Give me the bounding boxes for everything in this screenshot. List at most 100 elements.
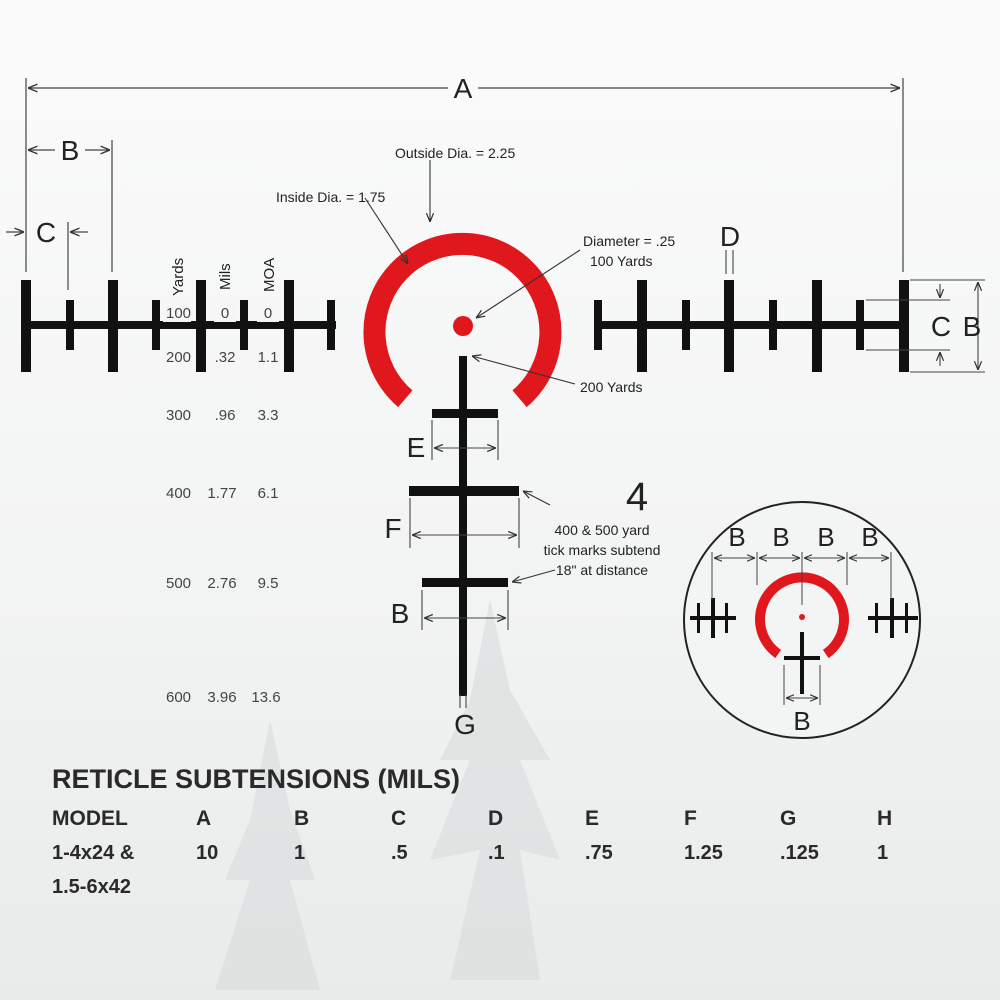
- inset-red-dot: [799, 614, 805, 620]
- label-f: F: [384, 513, 401, 544]
- ring-annotation-leaders: [364, 160, 581, 385]
- background-trees: [215, 600, 560, 990]
- dimension-c: [6, 222, 88, 290]
- left-horizontal-bar: [24, 321, 336, 329]
- left-tick-long: [108, 280, 118, 372]
- inset-right-tick: [875, 603, 878, 633]
- lower-post: [409, 356, 519, 696]
- range-mils-400: 1.77: [207, 485, 236, 502]
- note-inside-dia: Inside Dia. = 1.75: [276, 189, 386, 205]
- right-tick-long: [899, 280, 909, 372]
- right-stadia: [594, 280, 909, 372]
- range-table: 100 0 0 200 .32 1.1 300 .96 3.3 400 1.77…: [163, 302, 281, 706]
- inset-label-b2: B: [772, 522, 789, 552]
- inset-dimensions: [711, 552, 892, 705]
- dimension-a: [25, 78, 904, 272]
- red-center-dot: [453, 316, 473, 336]
- dimension-d: [725, 250, 734, 274]
- note-tick-line3: 18" at distance: [556, 562, 648, 578]
- inset-left-tick: [697, 603, 700, 633]
- bdc-bar-300: [432, 409, 498, 418]
- inset-left-tick: [725, 603, 728, 633]
- range-yards-300: 300: [166, 407, 191, 424]
- range-mils-500: 2.76: [207, 575, 236, 592]
- range-yards-600: 600: [166, 689, 191, 706]
- header-yards: Yards: [170, 258, 187, 296]
- right-tick-short: [594, 300, 602, 350]
- dimension-cb-right: [866, 279, 985, 373]
- note-tick-line1: 400 & 500 yard: [555, 522, 650, 538]
- right-tick-short: [856, 300, 864, 350]
- label-c-left: C: [36, 217, 56, 248]
- label-g: G: [454, 709, 476, 740]
- note-tick-line2: tick marks subtend: [544, 542, 661, 558]
- dimension-g: [459, 694, 467, 708]
- inset-label-b1: B: [728, 522, 745, 552]
- inset-right-tick: [890, 598, 894, 638]
- left-tick-long: [284, 280, 294, 372]
- label-e: E: [407, 432, 426, 463]
- dimension-f: [409, 498, 520, 548]
- inset-label-b3: B: [817, 522, 834, 552]
- bdc-bar-400: [409, 486, 519, 496]
- right-tick-short: [769, 300, 777, 350]
- range-mils-100: 0: [221, 305, 229, 322]
- right-horizontal-bar: [594, 321, 904, 329]
- tick-note-leaders: [512, 491, 556, 582]
- label-b-lower: B: [391, 598, 410, 629]
- inset-left-tick: [711, 598, 715, 638]
- header-mils: Mils: [217, 263, 234, 290]
- inset-right-tick: [905, 603, 908, 633]
- range-moa-500: 9.5: [258, 575, 279, 592]
- row-100-backdrop: [257, 302, 279, 322]
- range-mils-300: .96: [215, 407, 236, 424]
- vertical-post: [459, 356, 467, 696]
- dimension-e: [431, 420, 499, 460]
- red-horseshoe-ring: [363, 232, 562, 408]
- right-tick-long: [724, 280, 734, 372]
- label-c-right: C: [931, 311, 951, 342]
- left-tick-short: [66, 300, 74, 350]
- inset-scope-view: B B B B B: [683, 501, 921, 739]
- note-dot-range: 100 Yards: [590, 253, 653, 269]
- inset-reticle: [690, 598, 918, 694]
- inset-post: [800, 632, 804, 694]
- range-yards-100: 100: [166, 305, 191, 322]
- dimension-b: [28, 140, 113, 272]
- label-b-right: B: [963, 311, 982, 342]
- left-tick-short: [327, 300, 335, 350]
- bdc-bar-500: [422, 578, 508, 587]
- header-moa: MOA: [261, 258, 278, 292]
- range-moa-100: 0: [264, 305, 272, 322]
- range-yards-200: 200: [166, 349, 191, 366]
- left-stadia: [21, 280, 336, 372]
- range-mils-200: .32: [215, 349, 236, 366]
- right-tick-long: [637, 280, 647, 372]
- note-dot-diameter: Diameter = .25: [583, 233, 675, 249]
- left-tick-short: [152, 300, 160, 350]
- range-moa-200: 1.1: [258, 349, 279, 366]
- model-number: 4: [626, 475, 648, 519]
- note-200-yards: 200 Yards: [580, 379, 643, 395]
- inset-label-b5: B: [793, 706, 810, 736]
- left-tick-short: [240, 300, 248, 350]
- right-tick-long: [812, 280, 822, 372]
- range-moa-300: 3.3: [258, 407, 279, 424]
- label-b-top: B: [61, 135, 80, 166]
- label-a: A: [454, 73, 473, 104]
- row-100-backdrop: [163, 302, 191, 322]
- range-moa-400: 6.1: [258, 485, 279, 502]
- inset-bdc-bar: [784, 656, 820, 660]
- right-tick-short: [682, 300, 690, 350]
- inset-label-b4: B: [861, 522, 878, 552]
- range-yards-500: 500: [166, 575, 191, 592]
- left-tick-long: [21, 280, 31, 372]
- range-moa-600: 13.6: [251, 689, 280, 706]
- label-d: D: [720, 221, 740, 252]
- range-mils-600: 3.96: [207, 689, 236, 706]
- range-yards-400: 400: [166, 485, 191, 502]
- note-outside-dia: Outside Dia. = 2.25: [395, 145, 515, 161]
- left-tick-long: [196, 280, 206, 372]
- row-100-backdrop: [214, 302, 236, 322]
